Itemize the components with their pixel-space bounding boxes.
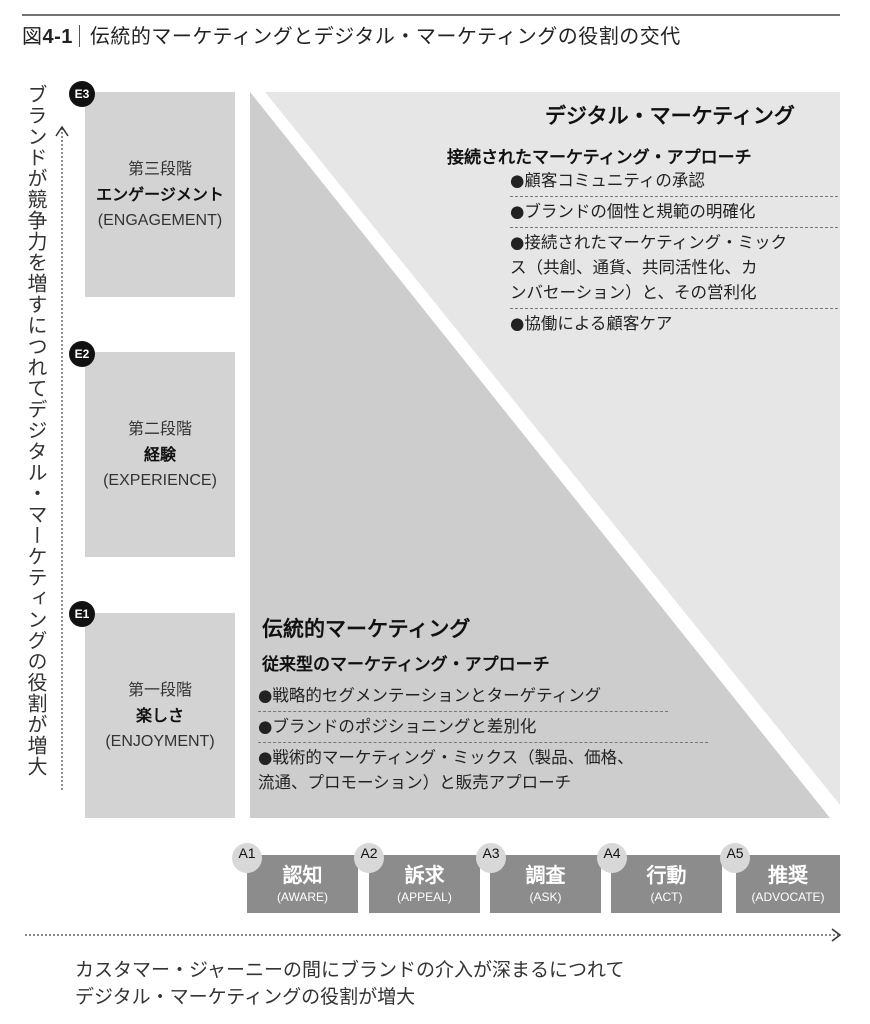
title-separator xyxy=(78,25,80,47)
bullet: ●ブランドの個性と規範の明確化 xyxy=(510,197,838,228)
traditional-title: 伝統的マーケティング xyxy=(262,617,471,641)
stage-label: 第三段階 xyxy=(127,158,192,178)
digital-triangle xyxy=(265,92,840,805)
stage-name: エンゲージメント xyxy=(96,184,224,204)
bullet: ●戦略的セグメンテーションとターゲティング xyxy=(258,681,668,712)
stage-label: 第二段階 xyxy=(127,418,192,438)
x-axis-label: カスタマー・ジャーニーの間にブランドの介入が深まるにつれて デジタル・マーケティ… xyxy=(75,959,625,1008)
figure-title: 図4-1 伝統的マーケティングとデジタル・マーケティングの役割の交代 xyxy=(22,20,681,49)
stage-english: (ENGAGEMENT) xyxy=(97,211,223,229)
stage-badge: E2 xyxy=(69,341,95,367)
bullet: ●協働による顧客ケア xyxy=(510,314,673,333)
stage-english: (ENJOYMENT) xyxy=(105,732,215,750)
journey-badge: A3 xyxy=(476,843,506,873)
title-text: 伝統的マーケティングとデジタル・マーケティングの役割の交代 xyxy=(89,24,681,48)
journey-box-a4: 行動(ACT) xyxy=(611,855,722,913)
title-prefix: 図 xyxy=(22,24,43,48)
stage-badge: E3 xyxy=(69,81,95,107)
stage-badge: E1 xyxy=(69,601,95,627)
stage-name: 経験 xyxy=(143,444,176,464)
digital-subtitle: 接続されたマーケティング・アプローチ xyxy=(447,148,752,168)
stage-label: 第一段階 xyxy=(127,679,192,699)
journey-box-a5: 推奨(ADVOCATE) xyxy=(736,855,840,913)
traditional-triangle xyxy=(250,92,830,818)
traditional-subtitle: 従来型のマーケティング・アプローチ xyxy=(262,655,550,675)
journey-badge: A1 xyxy=(232,843,262,873)
bullet: ●顧客コミュニティの承認 xyxy=(510,166,838,197)
bullet: ●戦術的マーケティング・ミックス（製品、価格、流通、プロモーション）と販売アプロ… xyxy=(258,748,634,792)
stage-box-e3: 第三段階 エンゲージメント (ENGAGEMENT) xyxy=(85,92,235,297)
journey-box-a2: 訴求(APPEAL) xyxy=(369,855,480,913)
journey-badge: A5 xyxy=(720,843,750,873)
bullet: ●ブランドのポジショニングと差別化 xyxy=(258,712,708,743)
stage-box-e1: 第一段階 楽しさ (ENJOYMENT) xyxy=(85,613,235,818)
digital-bullets: ●顧客コミュニティの承認 ●ブランドの個性と規範の明確化 ●接続されたマーケティ… xyxy=(510,166,838,339)
x-arrow-head xyxy=(831,928,842,942)
digital-title: デジタル・マーケティング xyxy=(545,104,795,128)
journey-badge: A2 xyxy=(354,843,384,873)
journey-badge: A4 xyxy=(597,843,627,873)
y-arrow-head xyxy=(55,125,69,137)
traditional-bullets: ●戦略的セグメンテーションとターゲティング ●ブランドのポジショニングと差別化 … xyxy=(258,681,708,798)
stage-name: 楽しさ xyxy=(135,705,184,725)
stage-english: (EXPERIENCE) xyxy=(103,471,217,489)
y-axis-label: ブランドが競争力を増すにつれてデジタル・マーケティングの役割が増大 xyxy=(24,84,48,777)
stage-box-e2: 第二段階 経験 (EXPERIENCE) xyxy=(85,352,235,557)
journey-box-a3: 調査(ASK) xyxy=(490,855,601,913)
bullet: ●接続されたマーケティング・ミックス（共創、通貨、共同活性化、カンバセーション）… xyxy=(510,228,838,309)
figure-number: 4-1 xyxy=(42,26,73,48)
journey-box-a1: 認知(AWARE) xyxy=(247,855,358,913)
